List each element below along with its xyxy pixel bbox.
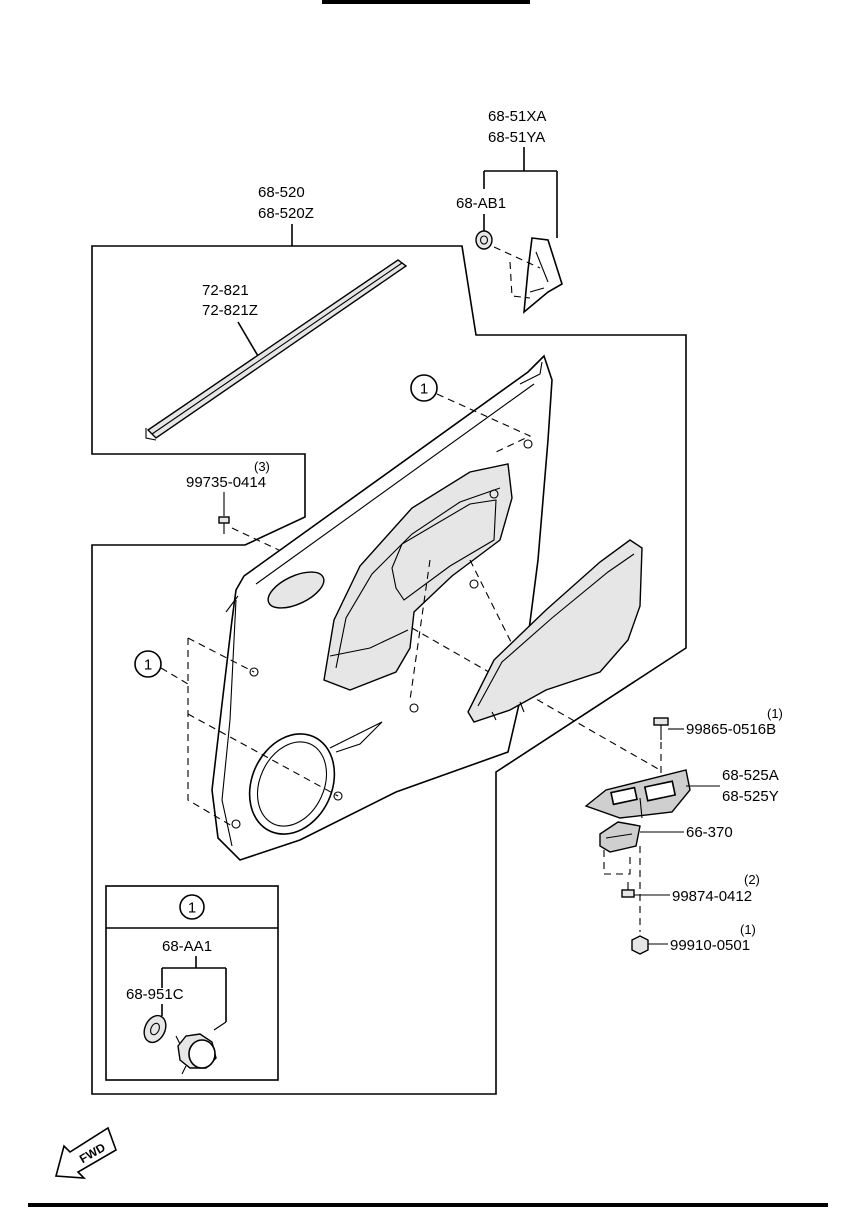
armrest-dash: [409, 559, 541, 701]
label-switch: 66-370: [686, 824, 733, 841]
svg-text:1: 1: [188, 900, 196, 917]
leader-weatherstrip: [237, 321, 259, 357]
label-trim-panel-a: 68-520: [258, 184, 305, 201]
callout-upper-dash: [436, 393, 532, 453]
label-inset-washer: 68-951C: [126, 986, 184, 1003]
screw-3-part: [621, 882, 635, 898]
label-clip-ab1: 68-AB1: [456, 195, 506, 212]
label-moulding-a: 68-51XA: [488, 108, 546, 125]
label-weatherstrip-a: 72-821: [202, 282, 249, 299]
moulding-piece: [523, 237, 563, 314]
callout-left-dash: [160, 637, 339, 827]
label-switch-panel-b: 68-525Y: [722, 788, 779, 805]
label-screw-1: 99735-0414: [186, 474, 266, 491]
label-screw-2-qty: (1): [767, 706, 783, 721]
svg-text:1: 1: [420, 381, 428, 398]
label-switch-panel-a: 68-525A: [722, 767, 779, 784]
clip-ab1-part: [475, 230, 493, 250]
callout-upper: 1: [410, 374, 438, 402]
label-screw-1-qty: (3): [254, 459, 270, 474]
screw-1-part: [218, 516, 230, 534]
weatherstrip-edge: [151, 262, 403, 435]
fwd-arrow-icon: FWD: [54, 1126, 117, 1179]
switch-dash-down: [603, 846, 641, 932]
switch-panel-part: [584, 769, 691, 819]
label-screw-3-qty: (2): [744, 872, 760, 887]
label-weatherstrip-b: 72-821Z: [202, 302, 258, 319]
inset-box: 1: [105, 885, 279, 1081]
label-moulding-b: 68-51YA: [488, 129, 545, 146]
bottom-rule: [28, 1203, 828, 1207]
inset-washer-part: [143, 1014, 167, 1044]
trim-panel-assembly-boundary: [91, 245, 687, 1095]
door-trim-panel: [211, 354, 553, 861]
label-trim-panel-b: 68-520Z: [258, 205, 314, 222]
inset-clip-part: [175, 1021, 227, 1075]
switch-part: [599, 821, 641, 853]
label-inset-clip: 68-AA1: [162, 938, 212, 955]
moulding-dash: [493, 246, 541, 299]
label-screw-2: 99865-0516B: [686, 721, 776, 738]
moulding-detail: [529, 251, 549, 293]
top-rule: [322, 0, 530, 4]
leader-moulding: [483, 147, 558, 238]
label-nut-qty: (1): [740, 922, 756, 937]
leader-inset: [161, 956, 227, 1022]
svg-text:1: 1: [144, 657, 152, 674]
label-screw-3: 99874-0412: [672, 888, 752, 905]
armrest-trim: [467, 539, 643, 723]
label-nut: 99910-0501: [670, 937, 750, 954]
callout-left: 1: [134, 650, 162, 678]
nut-part: [631, 935, 649, 955]
screw-2-part: [653, 717, 669, 740]
weatherstrip-end: [145, 428, 157, 441]
